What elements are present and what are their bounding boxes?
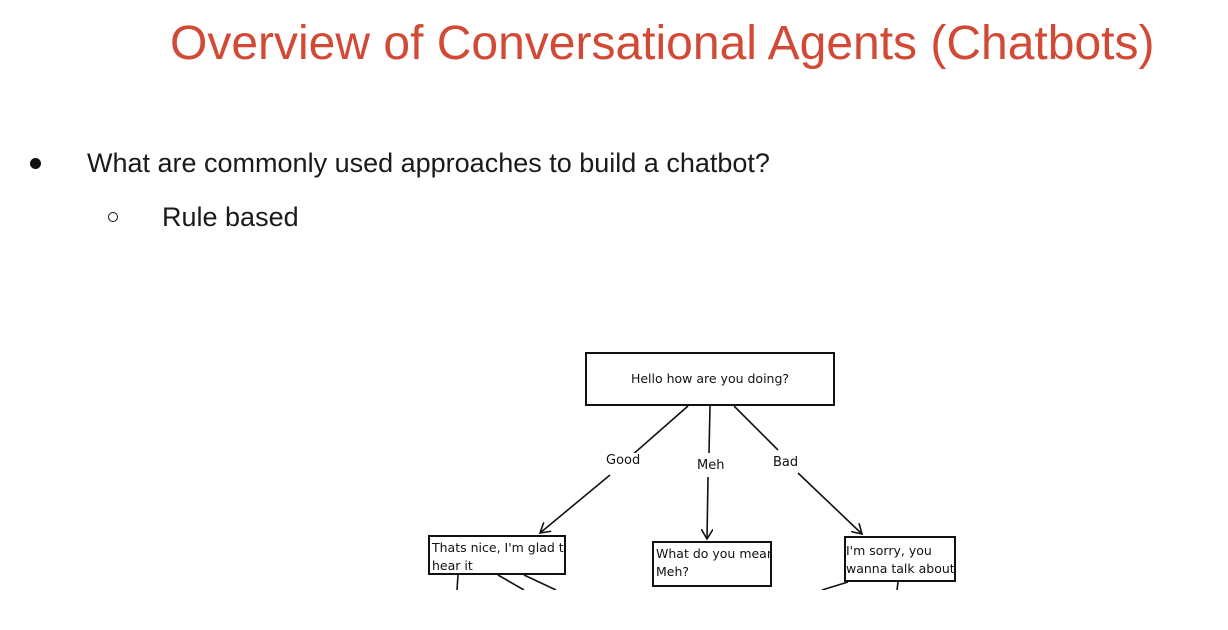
node-response-good: Thats nice, I'm glad to hear it bbox=[428, 535, 566, 575]
edge-good-arrow bbox=[540, 474, 611, 533]
slide-title: Overview of Conversational Agents (Chatb… bbox=[170, 17, 1155, 70]
good-child-connector-3 bbox=[523, 574, 557, 590]
edge-bad-line-upper bbox=[733, 405, 779, 451]
rule-based-flow-diagram: Hello how are you doing? Good Meh Bad Th… bbox=[420, 345, 980, 590]
bullet-text: What are commonly used approaches to bui… bbox=[87, 148, 770, 178]
node-greeting-text: Hello how are you doing? bbox=[630, 371, 790, 386]
good-child-connector-1 bbox=[456, 574, 459, 590]
edge-meh-line-upper bbox=[708, 405, 711, 454]
hollow-circle-bullet-icon bbox=[108, 212, 118, 222]
sub-bullet-text: Rule based bbox=[162, 202, 299, 232]
bullet-item-approaches: What are commonly used approaches to bui… bbox=[30, 146, 770, 180]
edge-label-bad: Bad bbox=[773, 455, 799, 471]
edge-good-line-upper bbox=[629, 405, 689, 458]
edge-bad-arrow bbox=[797, 472, 862, 534]
node-response-meh: What do you mean Meh? bbox=[652, 541, 772, 587]
good-child-connector-2 bbox=[497, 574, 525, 590]
node-greeting: Hello how are you doing? bbox=[585, 352, 835, 406]
diagram-connectors bbox=[456, 405, 899, 590]
sub-bullet-item-rule-based: Rule based bbox=[108, 200, 299, 234]
edge-label-good: Good bbox=[606, 453, 641, 469]
node-response-bad-text: I'm sorry, you wanna talk about it? bbox=[846, 543, 955, 576]
edge-meh-arrow bbox=[707, 476, 708, 539]
node-response-meh-text: What do you mean Meh? bbox=[656, 546, 772, 579]
edge-label-meh: Meh bbox=[697, 458, 725, 474]
bad-child-connector-1 bbox=[821, 581, 849, 590]
bullet-dot-icon bbox=[30, 157, 41, 169]
bad-child-connector-2 bbox=[896, 581, 899, 590]
node-response-bad: I'm sorry, you wanna talk about it? bbox=[844, 536, 956, 582]
node-response-good-text: Thats nice, I'm glad to hear it bbox=[432, 540, 564, 573]
